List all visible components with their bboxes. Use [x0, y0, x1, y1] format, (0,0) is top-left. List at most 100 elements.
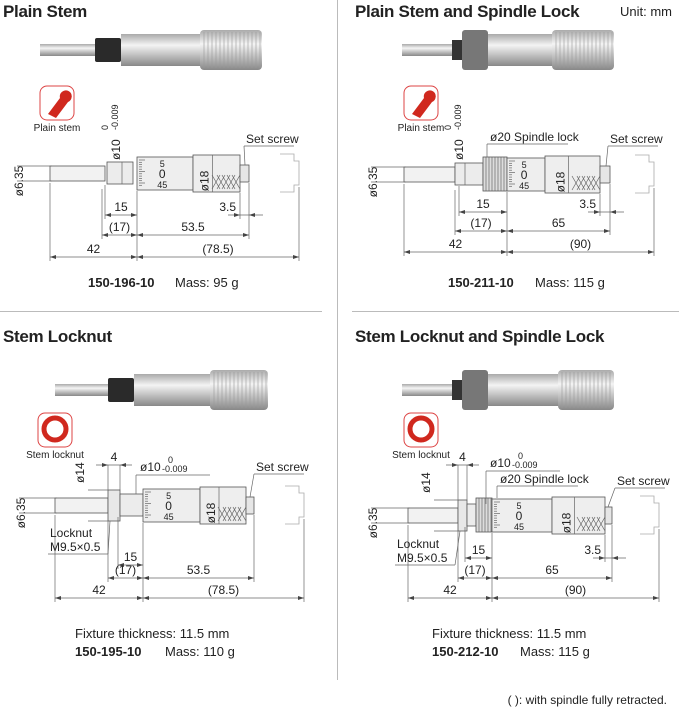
arrowhead: [612, 556, 618, 560]
ratchet-knob: [544, 155, 601, 194]
tolerance-upper: 0: [518, 451, 523, 461]
dim-total: (78.5): [202, 242, 233, 256]
spindle: [49, 165, 106, 182]
panel-title: Stem Locknut: [3, 327, 112, 346]
ratchet-knob: [192, 154, 241, 193]
stem: [454, 162, 484, 186]
photo-sleeve: [121, 34, 200, 66]
knurl-hatch: [591, 175, 601, 191]
thimble-mark: 0: [165, 499, 172, 513]
dim-d10: ø10: [452, 139, 466, 160]
mounting-outline: [640, 495, 660, 535]
arrowhead: [465, 556, 471, 560]
arrowhead: [492, 596, 498, 600]
photo-spindle-lock: [462, 370, 488, 410]
locknut-glyph: [41, 415, 69, 443]
knurl-hatch: [237, 506, 247, 522]
spindle-lock: [475, 497, 493, 533]
mass-label: Mass: 115 g: [535, 275, 605, 290]
arrowhead: [248, 576, 254, 580]
arrowhead: [131, 233, 137, 237]
arrowhead: [143, 596, 149, 600]
locknut-label: Locknut: [397, 537, 440, 551]
dim-15: 15: [114, 200, 128, 214]
dim-mid: 65: [545, 563, 559, 577]
dim-d10: ø10: [140, 460, 161, 474]
thimble-mark: 5: [166, 491, 171, 501]
dim-17: (17): [464, 563, 485, 577]
dim-d4: 4: [459, 450, 466, 464]
thimble-mark: 5: [522, 160, 527, 170]
arrowhead: [118, 563, 124, 567]
tolerance-upper: 0: [443, 125, 453, 130]
icon-label: Plain stem: [34, 123, 81, 134]
footnote: ( ): with spindle fully retracted.: [507, 693, 667, 707]
thimble-mark: 0: [159, 167, 166, 181]
photo-collar: [108, 378, 134, 402]
arrowhead: [501, 210, 507, 214]
locknut-label: Locknut: [50, 526, 93, 540]
horizontal-divider: [352, 311, 679, 312]
photo-spindle-lock: [462, 30, 488, 70]
dim-total: (78.5): [208, 583, 239, 597]
dim-d14: ø14: [419, 472, 433, 493]
model-number: 150-212-10: [432, 644, 499, 659]
tolerance-lower: -0.009: [162, 464, 188, 474]
dim-3.5: 3.5: [584, 543, 601, 557]
arrowhead: [137, 563, 143, 567]
dim-d4: 4: [111, 450, 118, 464]
arrowhead: [648, 250, 654, 254]
locknut: [107, 489, 121, 522]
arrowhead: [120, 463, 126, 467]
thimble: [136, 156, 194, 191]
dim-42: 42: [92, 583, 106, 597]
photo-thimble-knurl: [552, 30, 614, 70]
spindle-lock-label: ø20 Spindle lock: [500, 472, 590, 486]
arrowhead: [243, 233, 249, 237]
dim-mid: 53.5: [187, 563, 211, 577]
thimble-mark: 5: [516, 501, 521, 511]
arrowhead: [467, 463, 473, 467]
dim-d10: ø10: [109, 139, 123, 160]
arrowhead: [298, 596, 304, 600]
dim-d18: ø18: [554, 171, 568, 192]
arrowhead: [131, 213, 137, 217]
arrowhead: [455, 229, 461, 233]
arrowhead: [606, 576, 612, 580]
photo-collar: [452, 40, 462, 60]
mounting-outline: [280, 153, 300, 193]
arrowhead: [293, 255, 299, 259]
leader-line: [607, 487, 616, 508]
dim-15: 15: [124, 550, 138, 564]
arrowhead: [108, 576, 114, 580]
arrowhead: [486, 576, 492, 580]
arrowhead: [404, 250, 410, 254]
photo-spindle: [55, 384, 108, 396]
arrowhead: [137, 233, 143, 237]
dim-15: 15: [472, 543, 486, 557]
arrowhead: [507, 229, 513, 233]
arrowhead: [599, 556, 605, 560]
mounting-outline: [285, 485, 305, 525]
arrowhead: [604, 229, 610, 233]
set-screw-label: Set screw: [246, 132, 299, 146]
spindle: [403, 166, 456, 183]
leader-line: [107, 520, 111, 555]
dim-42: 42: [87, 242, 101, 256]
unit-label: Unit: mm: [620, 4, 672, 19]
leader-line: [243, 145, 246, 166]
arrowhead: [594, 210, 600, 214]
photo-spindle: [402, 44, 452, 56]
arrowhead: [492, 576, 498, 580]
dim-d14: ø14: [73, 462, 87, 483]
thimble: [506, 157, 546, 192]
leader-line: [249, 473, 255, 498]
arrowhead: [50, 255, 56, 259]
dim-d18: ø18: [198, 170, 212, 191]
arrowhead: [131, 255, 137, 259]
photo-thimble-knurl: [200, 30, 262, 70]
photo-collar: [95, 38, 121, 62]
set-screw: [604, 506, 613, 525]
dim-d18: ø18: [204, 502, 218, 523]
